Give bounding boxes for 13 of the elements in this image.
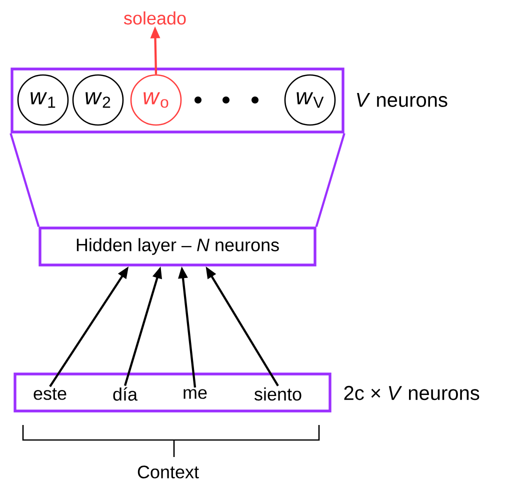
layer-box [10,68,344,134]
layer-box [14,372,332,412]
word-label: siento [254,387,302,401]
layer-box: Hidden layer – N neurons [38,226,316,266]
size-label: V neurons [357,93,448,107]
size-label: 2c × V neurons [344,386,480,400]
word-label: día [113,387,138,401]
word-label: soleado [124,11,186,25]
connector-line [10,133,40,227]
word-label: me [184,389,207,399]
connector-line [315,133,346,227]
word-label: este [34,388,66,400]
bracket-label: Context [138,466,199,478]
